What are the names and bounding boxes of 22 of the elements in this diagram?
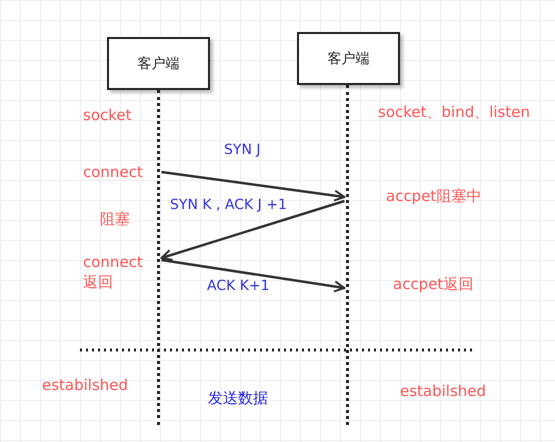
arrow (160, 200, 345, 261)
annotation-text: accpet阻塞中 (386, 186, 482, 206)
arrow (161, 170, 346, 202)
annotation-text: connect (83, 162, 143, 182)
annotation-text: 阻塞 (100, 209, 130, 229)
edge-label: ACK K+1 (207, 278, 270, 294)
annotation-text: socket (83, 105, 132, 125)
lifeline (346, 85, 350, 425)
lifeline (157, 90, 161, 425)
node-label: 客户端 (328, 50, 370, 68)
annotation-text: connect 返回 (83, 252, 144, 292)
process-box (297, 32, 400, 85)
annotation-text: 发送数据 (208, 388, 268, 408)
edge-label: SYN K , ACK J +1 (170, 197, 287, 213)
arrow (161, 258, 346, 292)
node-label: 客户端 (138, 54, 180, 72)
annotation-text: estabilshed (42, 375, 128, 395)
annotation-text: estabilshed (400, 381, 486, 401)
annotation-text: socket、bind、listen (378, 102, 530, 122)
process-box (107, 37, 210, 90)
edge-label: SYN J (224, 142, 260, 158)
annotation-text: accpet返回 (393, 274, 474, 294)
